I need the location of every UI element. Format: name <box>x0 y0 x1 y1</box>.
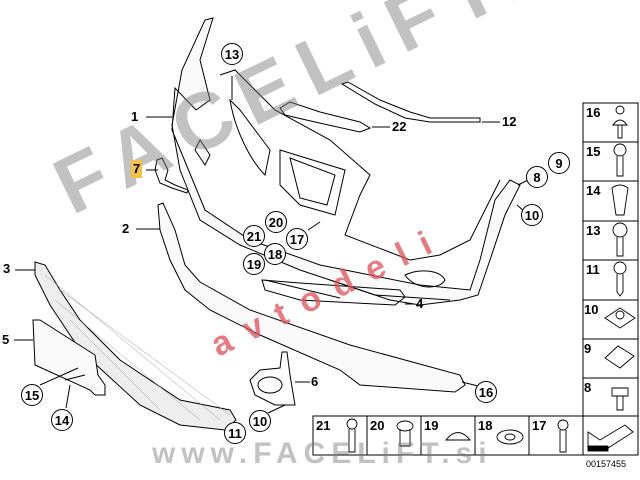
callout-circle-18: 18 <box>264 243 286 265</box>
fastener-21-label: 21 <box>316 418 331 433</box>
fastener-column-grid <box>312 102 639 456</box>
bracket-strip <box>279 101 372 133</box>
callout-circle-21: 21 <box>243 225 265 247</box>
callout-7-highlighted: 7 <box>131 160 143 178</box>
callout-circle-13: 13 <box>221 43 243 65</box>
callout-circle-16: 16 <box>475 381 497 403</box>
callout-circle-10b: 10 <box>249 410 271 432</box>
leader-lines <box>14 76 529 414</box>
part-code: 00157455 <box>586 459 627 469</box>
callout-circle-19: 19 <box>243 253 265 275</box>
fastener-9-label: 9 <box>584 341 592 356</box>
fastener-15-label: 15 <box>586 144 601 159</box>
front-spoiler <box>157 202 466 393</box>
callout-4: 4 <box>416 296 424 311</box>
side-bracket <box>154 157 189 194</box>
fastener-18-label: 18 <box>478 418 493 433</box>
fastener-14-label: 14 <box>586 183 601 198</box>
fastener-17-label: 17 <box>532 418 547 433</box>
bumper-trim <box>261 279 406 306</box>
fastener-11-label: 11 <box>586 262 600 277</box>
callout-3: 3 <box>3 261 11 276</box>
callout-2: 2 <box>122 221 130 236</box>
callout-circle-20: 20 <box>265 211 287 233</box>
front-bumper-cover <box>171 17 521 306</box>
fastener-19-label: 19 <box>424 418 439 433</box>
callout-12: 12 <box>502 114 517 129</box>
callout-circle-17: 17 <box>286 228 308 250</box>
fastener-icons <box>346 105 636 453</box>
fastener-10-label: 10 <box>584 302 599 317</box>
watermark-footer: www.FACELiFT.si <box>152 437 493 470</box>
callout-circle-9: 9 <box>548 152 570 174</box>
callout-circle-11: 11 <box>224 422 246 444</box>
fastener-16-label: 16 <box>586 105 601 120</box>
callout-5: 5 <box>2 332 10 347</box>
fastener-20-label: 20 <box>370 418 385 433</box>
callout-22: 22 <box>392 119 407 134</box>
callout-circle-8: 8 <box>526 166 548 188</box>
callout-circle-10: 10 <box>521 204 543 226</box>
fastener-8-label: 8 <box>584 380 592 395</box>
callout-circle-14: 14 <box>51 409 73 431</box>
fastener-13-label: 13 <box>586 223 601 238</box>
callout-6: 6 <box>311 374 319 389</box>
fog-light-cover <box>249 351 296 406</box>
callout-circle-15: 15 <box>21 384 43 406</box>
lower-grille <box>34 261 237 431</box>
trim-strip <box>340 81 481 123</box>
license-plate-base <box>32 319 106 396</box>
callout-1: 1 <box>131 109 139 124</box>
